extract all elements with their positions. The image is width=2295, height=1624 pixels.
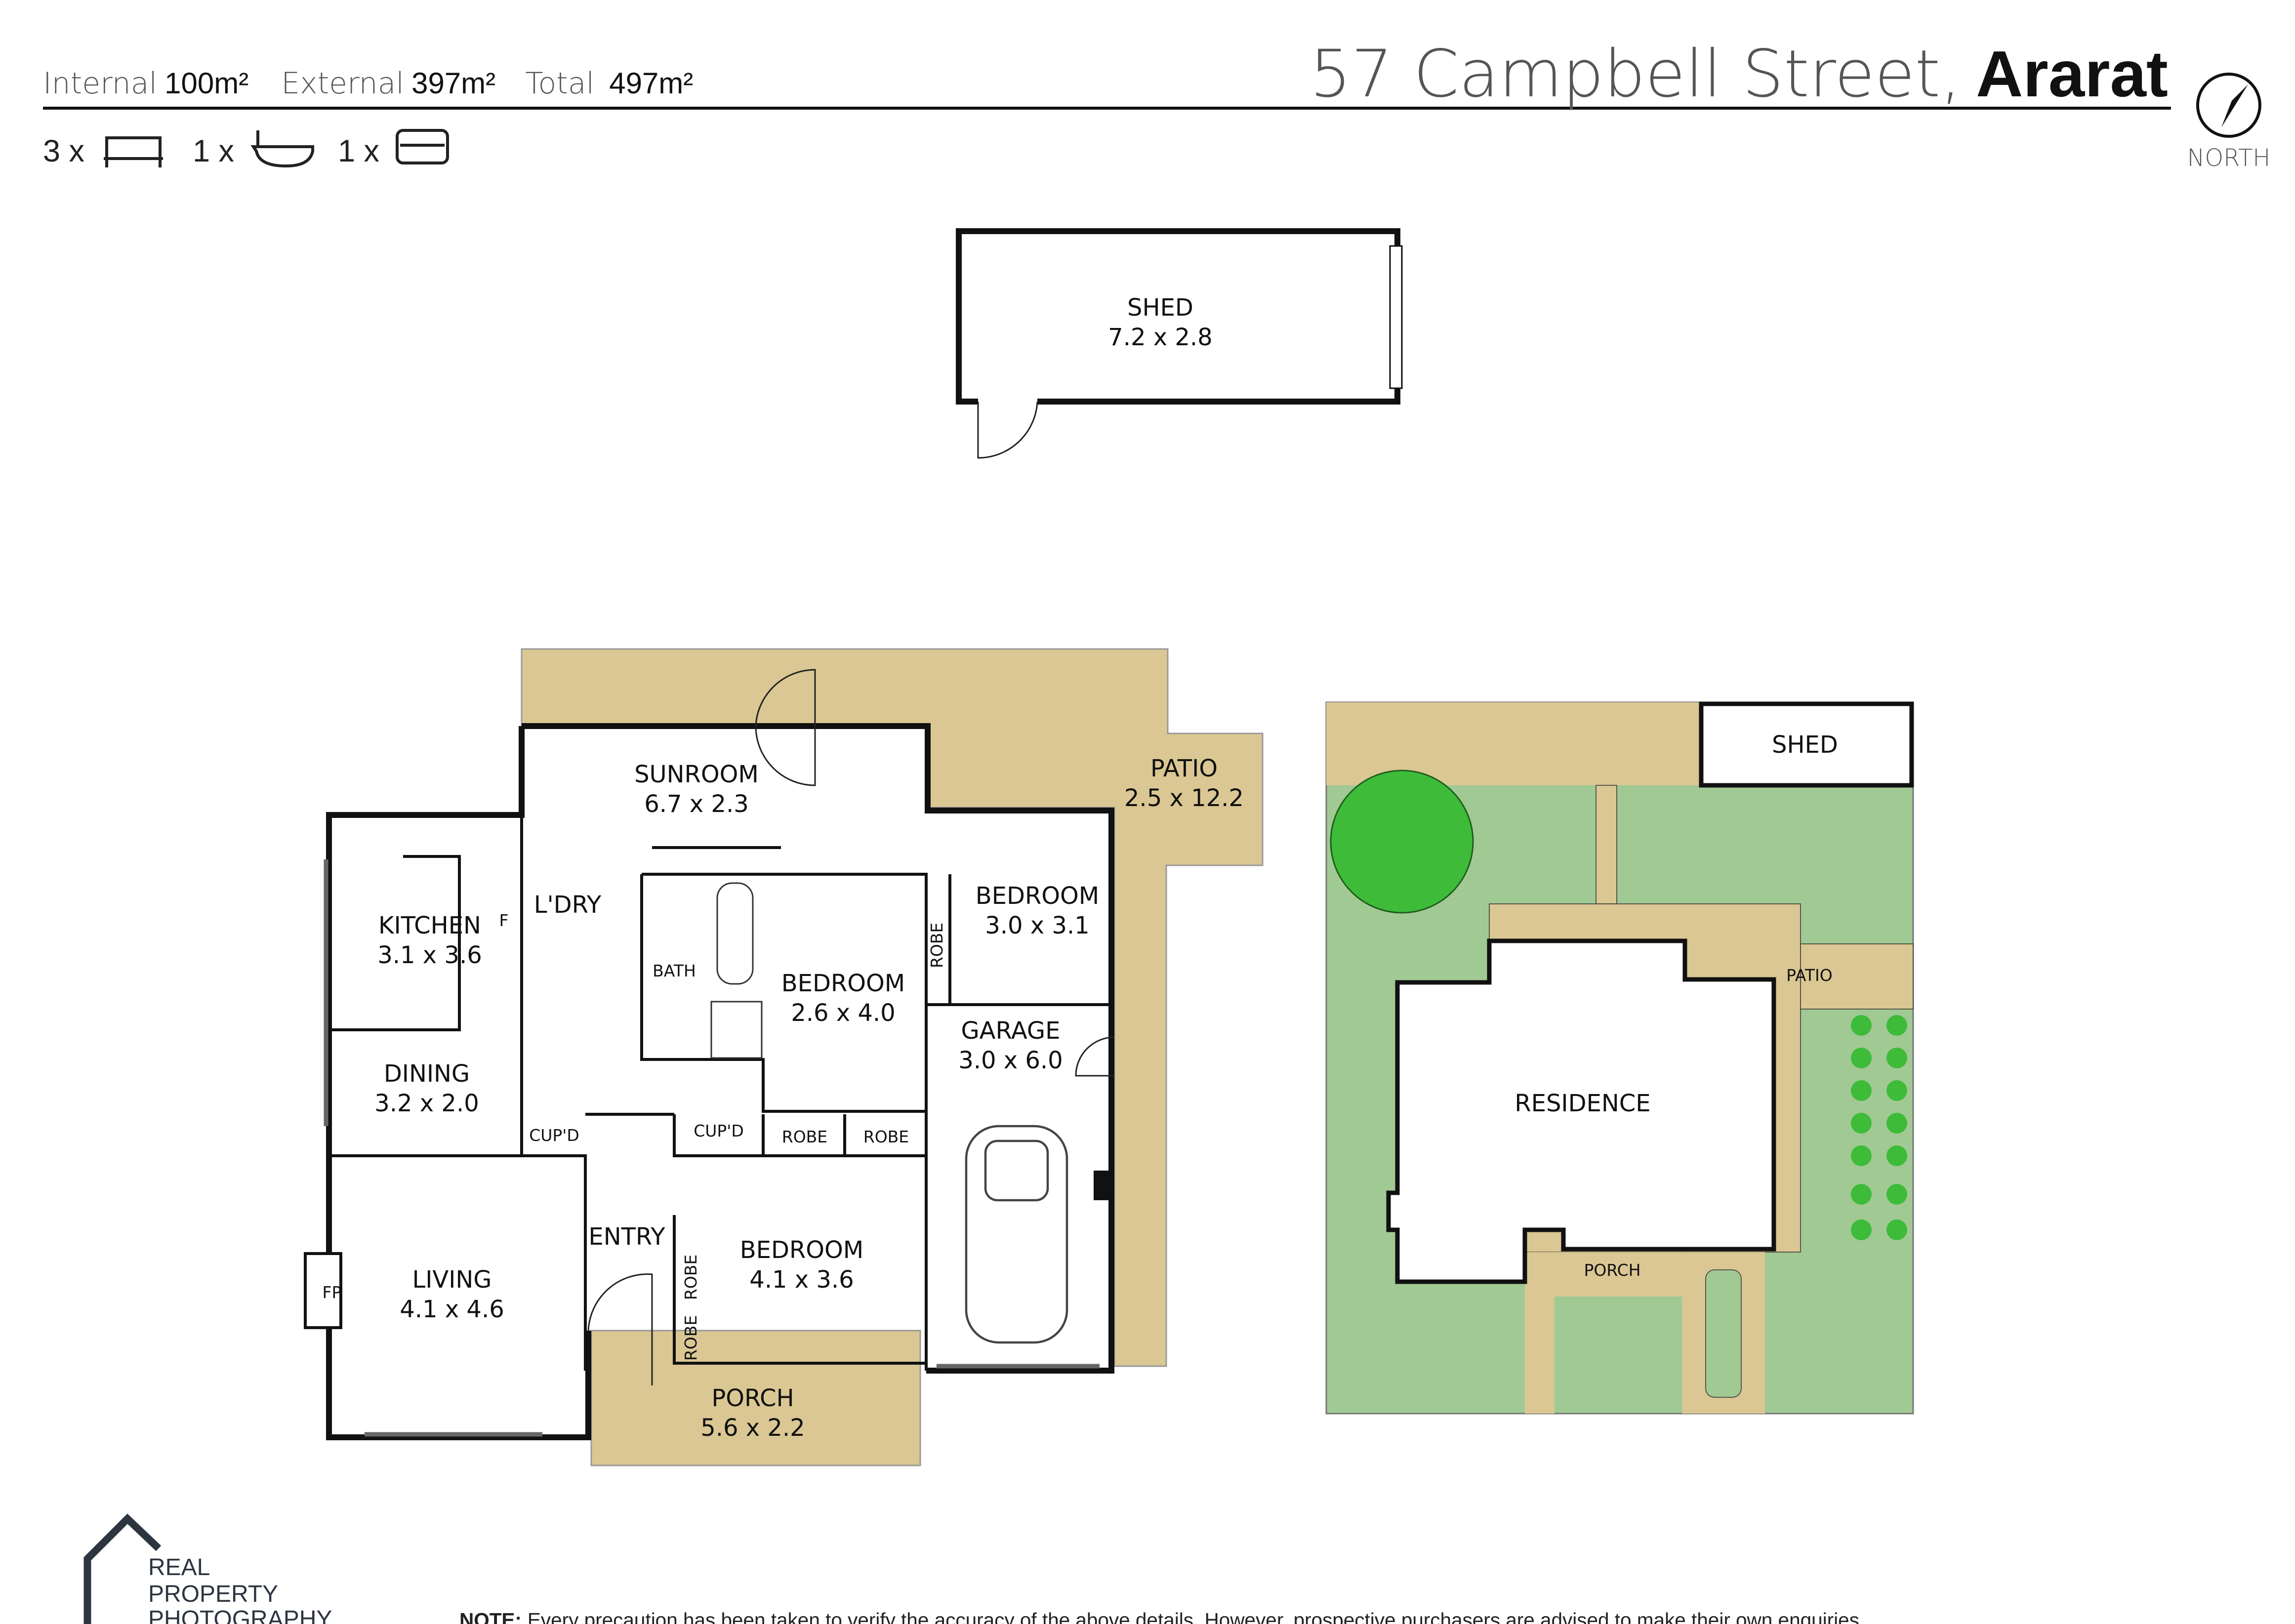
suburb: Ararat	[1976, 38, 2168, 110]
main-floor-plan: SUNROOM 6.7 x 2.3 PATIO 2.5 x 12.2 KITCH…	[303, 648, 1264, 1466]
bedroom3-name: BEDROOM	[740, 1236, 863, 1264]
patio-name: PATIO	[1150, 755, 1218, 782]
robe-label: ROBE	[681, 1315, 700, 1361]
cupd-label: CUP'D	[694, 1121, 744, 1140]
bath-icon	[250, 130, 314, 168]
car-count: 1 x	[338, 134, 379, 168]
dining-name: DINING	[384, 1060, 470, 1088]
bed-icon	[103, 136, 163, 168]
sunroom-name: SUNROOM	[634, 761, 759, 788]
bedroom2-size: 2.6 x 4.0	[791, 999, 896, 1027]
shed-size: 7.2 x 2.8	[1108, 324, 1213, 351]
robe-label: ROBE	[782, 1127, 827, 1146]
car-drawing	[965, 1125, 1068, 1344]
laundry-name: L'DRY	[534, 891, 602, 919]
shed-building: SHED 7.2 x 2.8	[955, 228, 1403, 459]
bathroom-count: 1 x	[193, 134, 234, 168]
disclaimer: NOTE:Every precaution has been taken to …	[459, 1609, 1865, 1624]
kitchen-name: KITCHEN	[378, 912, 481, 939]
site-plan: SHED PATIO RESIDENCE PORCH	[1325, 701, 1914, 1415]
fridge-label: F	[499, 911, 508, 930]
garage-size: 3.0 x 6.0	[958, 1047, 1063, 1074]
robe-label: ROBE	[681, 1255, 700, 1300]
fireplace-label: FP	[323, 1283, 342, 1302]
living-size: 4.1 x 4.6	[400, 1296, 504, 1323]
external-value: 397m²	[411, 67, 495, 100]
total-value: 497m²	[609, 67, 693, 100]
north-compass-icon	[2196, 73, 2261, 138]
internal-label: Internal	[43, 66, 157, 101]
site-shed-label: SHED	[1772, 731, 1838, 759]
living-name: LIVING	[412, 1266, 492, 1294]
bedroom-count: 3 x	[43, 134, 84, 168]
internal-value: 100m²	[164, 67, 248, 100]
logo-line: PROPERTY	[148, 1581, 278, 1607]
porch-paving	[590, 1330, 921, 1466]
logo-line: REAL	[148, 1554, 210, 1581]
site-porch-label: PORCH	[1584, 1260, 1640, 1280]
external-label: External	[281, 66, 404, 101]
north-label: NORTH	[2187, 144, 2270, 172]
shrubs	[1850, 1015, 1907, 1240]
bedroom3-size: 4.1 x 3.6	[749, 1266, 854, 1294]
site-patio-label: PATIO	[1786, 966, 1833, 985]
site-residence	[1386, 938, 1776, 1284]
cupd-label: CUP'D	[529, 1126, 579, 1145]
logo-line: PHOTOGRAPHY	[148, 1606, 332, 1624]
patio-size: 2.5 x 12.2	[1124, 784, 1244, 812]
bedroom2-name: BEDROOM	[781, 970, 905, 997]
company-logo: REAL PROPERTY PHOTOGRAPHY	[83, 1513, 332, 1624]
sunroom-size: 6.7 x 2.3	[644, 790, 749, 818]
bath-name: BATH	[653, 961, 696, 980]
site-shed	[1699, 701, 1914, 788]
kitchen-size: 3.1 x 3.6	[377, 941, 482, 969]
tree-icon	[1330, 770, 1474, 914]
bedroom1-name: BEDROOM	[976, 882, 1099, 910]
robe-label: ROBE	[927, 923, 946, 968]
total-label: Total	[525, 66, 594, 101]
feature-counts: 3 x 1 x 1 x	[43, 129, 449, 168]
dining-size: 3.2 x 2.0	[374, 1090, 479, 1117]
bedroom1-size: 3.0 x 3.1	[985, 912, 1090, 939]
car-icon	[395, 129, 449, 165]
garage-name: GARAGE	[961, 1017, 1061, 1045]
site-residence-label: RESIDENCE	[1515, 1090, 1650, 1117]
robe-label: ROBE	[863, 1127, 909, 1146]
porch-name: PORCH	[711, 1384, 794, 1412]
porch-size: 5.6 x 2.2	[700, 1414, 805, 1442]
shed-name: SHED	[1127, 294, 1193, 322]
entry-name: ENTRY	[588, 1223, 665, 1251]
address-title: 57 Campbell Street,Ararat	[1310, 36, 2168, 112]
